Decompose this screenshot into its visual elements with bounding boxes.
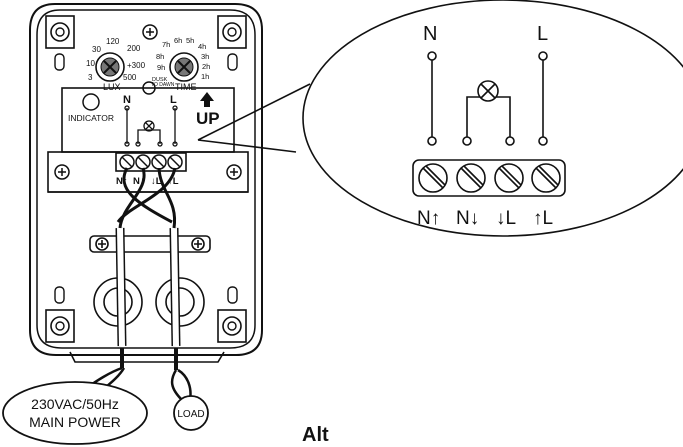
main-power-line2: MAIN POWER [29, 414, 121, 430]
time-tick-6h: 6h [174, 36, 182, 45]
load-circle [173, 395, 209, 431]
time-tick-7h: 7h [162, 40, 170, 49]
time-dusk-sub: TO DAWN [151, 82, 175, 88]
zoom-terminal-block [412, 159, 566, 197]
lux-label: LUX [103, 82, 121, 92]
cable-clamp [89, 235, 211, 253]
indicator-led [82, 93, 100, 111]
device-terminal-n-down: N↓ [133, 176, 145, 187]
zoom-callout [197, 0, 683, 237]
zoom-terminal-n-down: N↓ [456, 208, 479, 229]
zoom-terminal-n-up: N↑ [417, 208, 440, 229]
cable-glands [93, 277, 205, 327]
enclosure [29, 3, 263, 363]
lux-tick-500: 500 [123, 73, 137, 82]
lux-tick-120: 120 [106, 37, 120, 46]
time-tick-3h: 3h [201, 52, 209, 61]
up-arrow-icon [200, 92, 214, 107]
time-tick-2h: 2h [202, 62, 210, 71]
up-label: UP [196, 109, 220, 128]
load-label: LOAD [177, 409, 204, 420]
time-label: TIME [175, 82, 197, 92]
lux-tick-200: 200 [127, 44, 141, 53]
alt-text: Alt [302, 424, 329, 446]
corner-mount-top-left [45, 15, 75, 71]
indicator-label: INDICATOR [68, 113, 114, 123]
lux-dial: 3 10 30 120 200 +300 500 LUX [86, 37, 146, 92]
top-screw [142, 24, 158, 40]
corner-mount-bottom-left [45, 286, 75, 343]
device-terminal-screws [119, 154, 183, 170]
strip-screw-right [226, 164, 242, 180]
zoom-terminal-l-down: ↓L [496, 208, 516, 229]
zoom-neutral-label: N [423, 23, 437, 45]
device-live-label: L [170, 94, 177, 106]
zoom-live-label: L [537, 23, 548, 45]
device-terminal-n-up: N↑ [116, 176, 128, 187]
time-tick-5h: 5h [186, 36, 194, 45]
zoom-schematic [427, 51, 548, 146]
lux-tick-10: 10 [86, 59, 95, 68]
device-terminal-l-up: ↑L [168, 176, 179, 187]
strip-screw-left [54, 164, 70, 180]
zoom-terminal-l-up: ↑L [533, 208, 553, 229]
device-schematic [124, 105, 178, 147]
main-power-oval [2, 381, 148, 445]
lux-tick-30: 30 [92, 45, 101, 54]
terminal-strip [47, 151, 249, 193]
time-tick-4h: 4h [198, 42, 206, 51]
time-dusk-label: DUSK [152, 77, 168, 83]
corner-mount-top-right [217, 15, 247, 71]
device-neutral-label: N [123, 94, 131, 106]
lux-tick-300: +300 [127, 61, 146, 70]
time-tick-9h: 9h [157, 63, 165, 72]
corner-mount-bottom-right [217, 286, 247, 343]
main-power-line1: 230VAC/50Hz [31, 396, 119, 412]
time-tick-1h: 1h [201, 72, 209, 81]
cables [115, 167, 181, 370]
lux-tick-3: 3 [88, 73, 93, 82]
time-dial: 7h 6h 5h 4h 3h 2h 1h 8h 9h DUSK TO DAWN … [151, 36, 210, 92]
device-terminal-l-down: ↓L [151, 176, 162, 187]
time-tick-8h: 8h [156, 52, 164, 61]
